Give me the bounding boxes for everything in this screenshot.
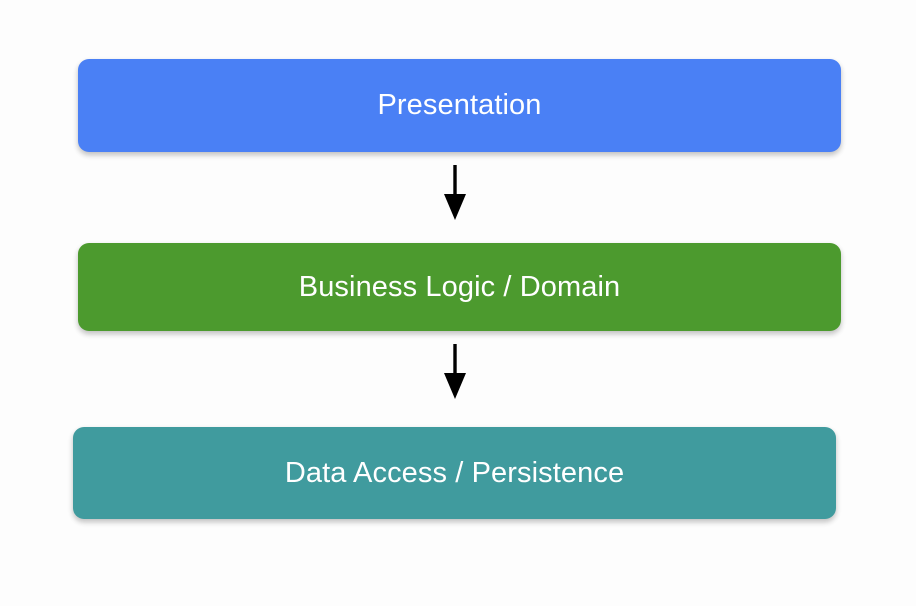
arrow-business-to-data [444,344,466,399]
arrowhead-icon [444,373,466,399]
layer-label-business-logic: Business Logic / Domain [298,270,621,303]
layer-label-data-access: Data Access / Persistence [284,456,625,489]
layer-label-presentation: Presentation [377,89,542,121]
arrowhead-icon [444,194,466,220]
arrow-presentation-to-business [444,165,466,220]
layer-box-presentation[interactable]: Presentation [78,59,841,152]
layer-box-business-logic[interactable]: Business Logic / Domain [78,243,841,331]
layer-box-data-access[interactable]: Data Access / Persistence [73,427,836,519]
